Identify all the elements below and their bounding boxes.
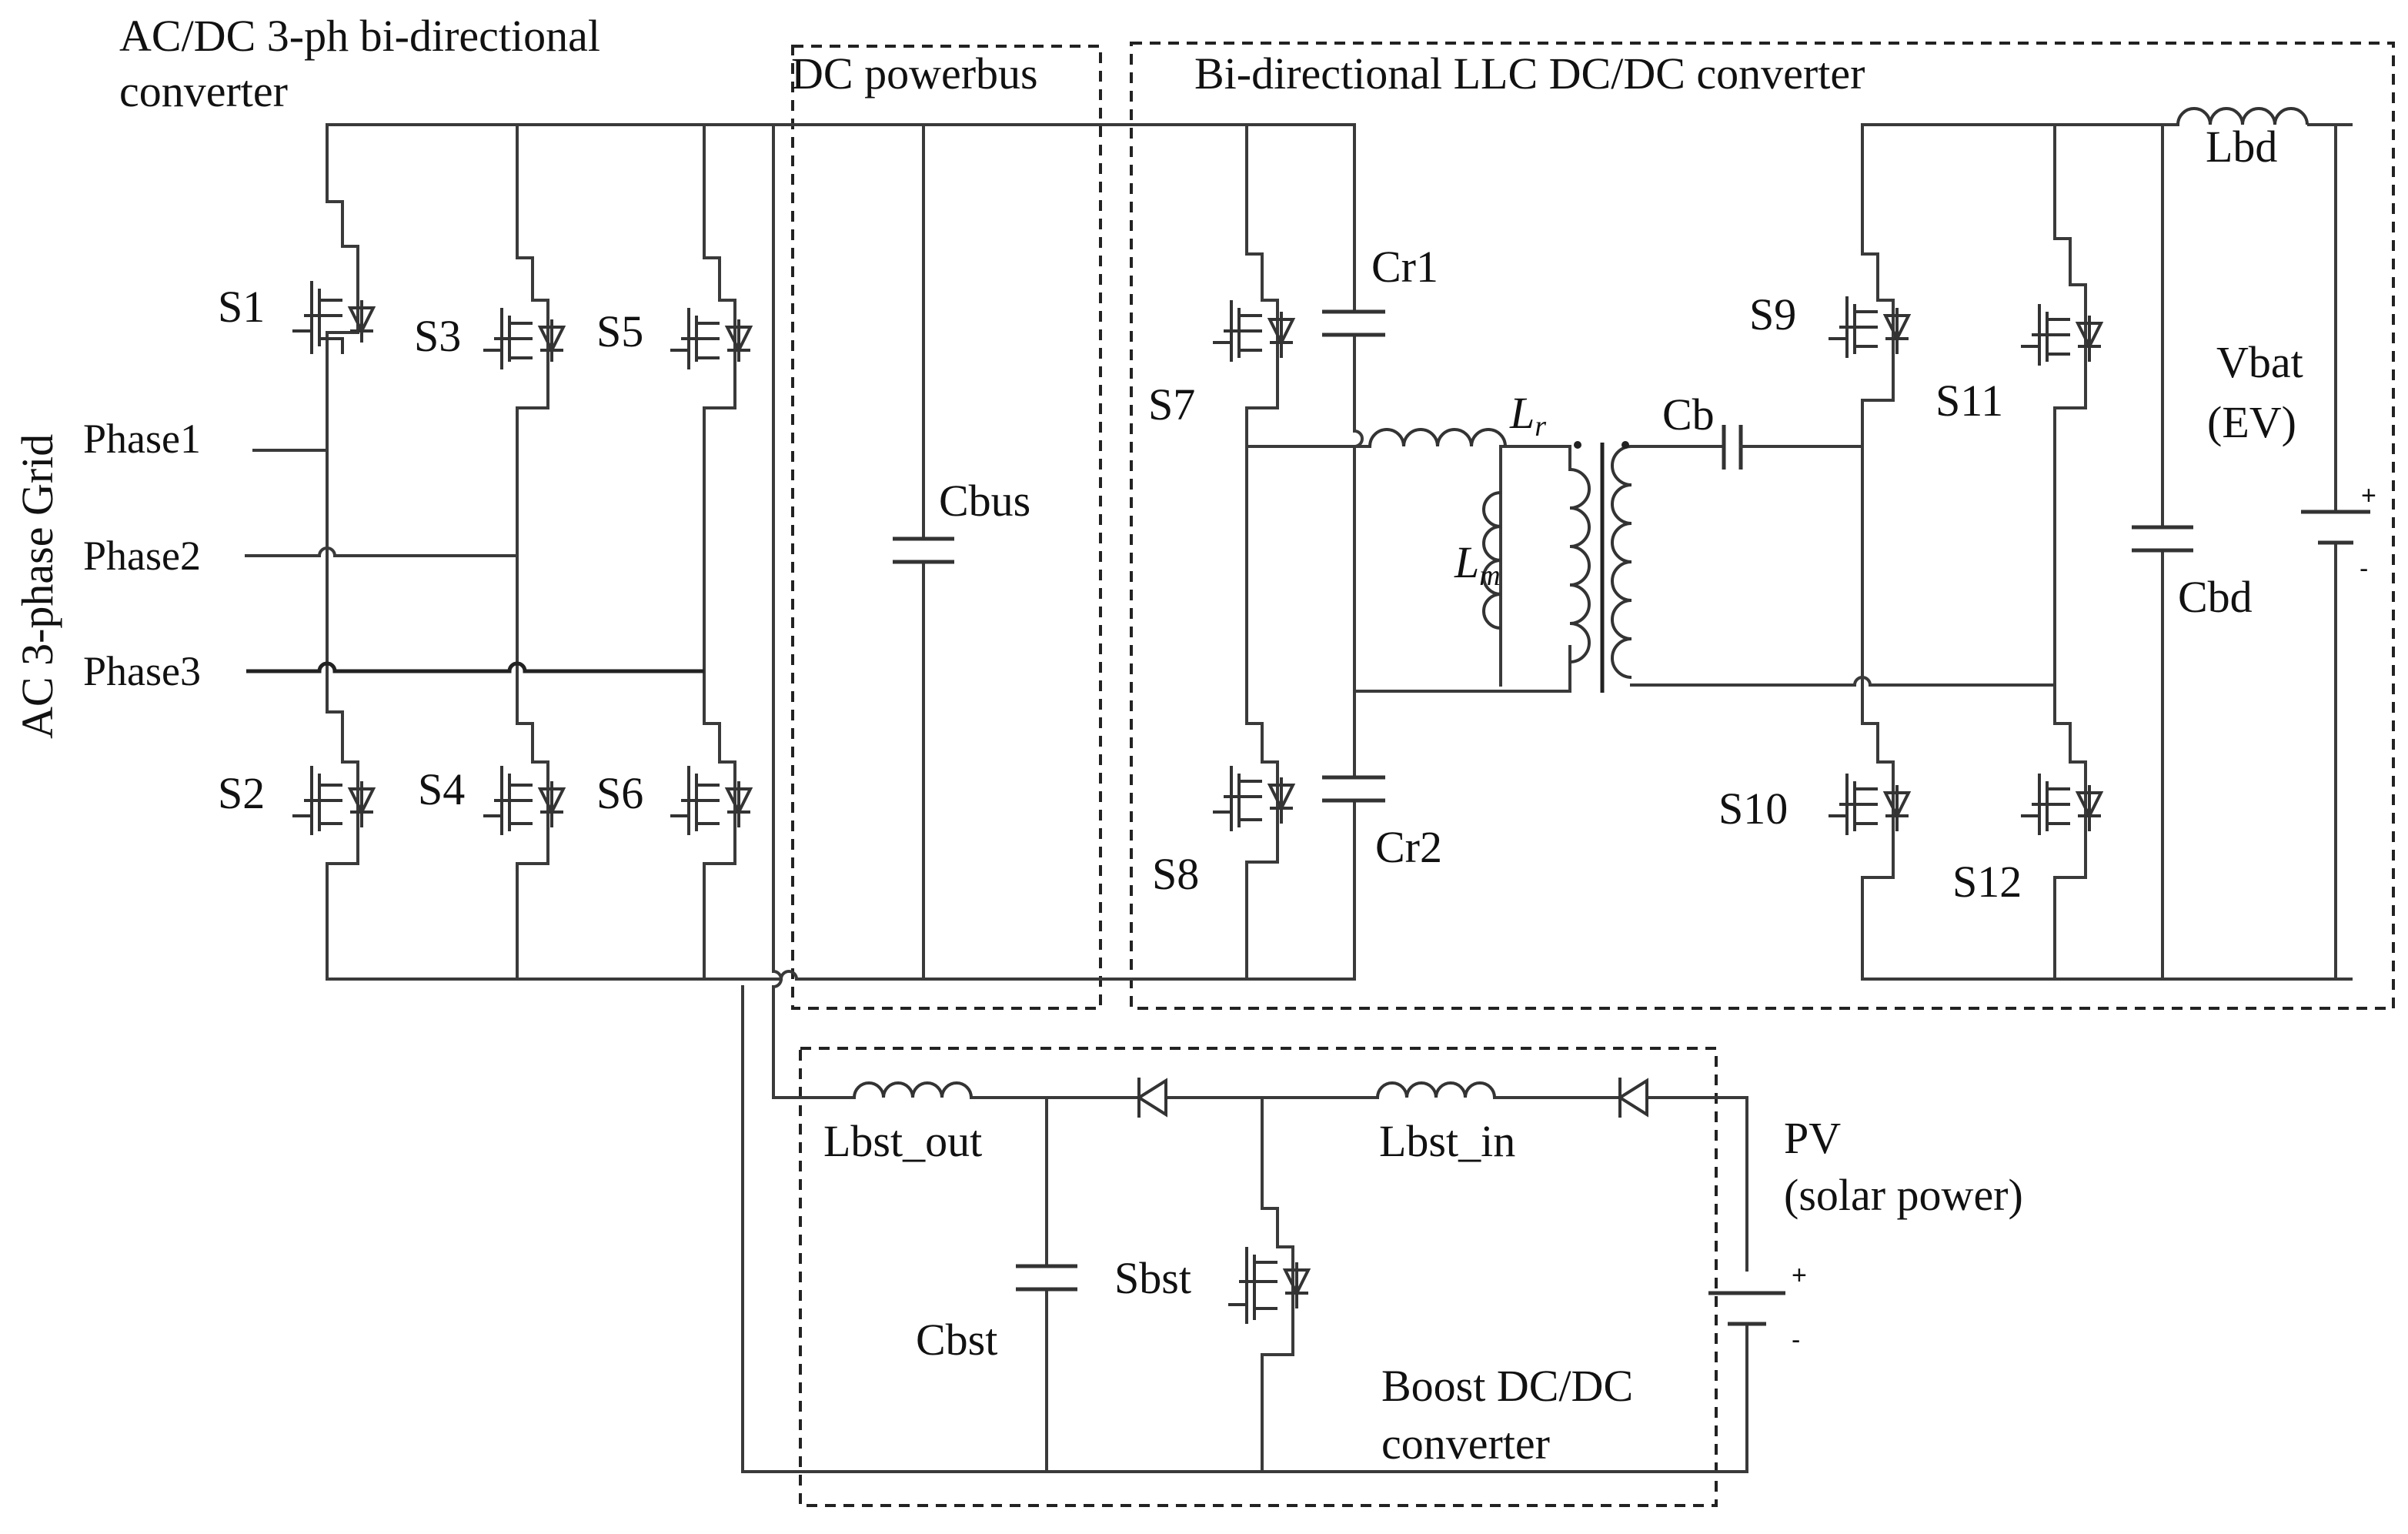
battery-label-line1: Vbat (2216, 337, 2303, 387)
block-label-dc-powerbus: DC powerbus (791, 48, 1038, 99)
acdc-converter-wiring (245, 123, 817, 1010)
switch-label-s5: S5 (596, 306, 643, 356)
switch-label-s11: S11 (1935, 376, 2003, 426)
mosfet-symbol-s10 (1829, 774, 1912, 835)
mosfet-symbol-s4 (483, 766, 566, 835)
mosfet-symbol-s9 (1829, 296, 1912, 358)
llc-secondary-wiring (1630, 123, 2370, 981)
block-label-acdc-line1: AC/DC 3-ph bi-directional (119, 11, 600, 61)
mosfet-symbol-s11 (2021, 304, 2104, 366)
pv-label-line1: PV (1784, 1113, 1841, 1163)
switch-label-s4: S4 (418, 764, 465, 814)
capacitor-label-cb: Cb (1662, 389, 1715, 439)
boost-converter-wiring (741, 985, 1785, 1473)
battery-plus-sign: + (2361, 481, 2376, 510)
capacitor-label-cr1: Cr1 (1371, 242, 1438, 292)
inductor-label-lr: Lr (1509, 388, 1546, 443)
mosfet-symbol-s7 (1213, 300, 1296, 362)
inductor-lbd-symbol (2176, 107, 2309, 125)
battery-minus-sign: - (2360, 554, 2368, 583)
dc-powerbus-wiring (814, 123, 1356, 981)
switch-label-sbst: Sbst (1114, 1253, 1191, 1303)
switch-label-s3: S3 (414, 311, 461, 361)
dc-powerbus-box (791, 45, 1102, 1010)
inductor-label-lbst-out: Lbst_out (823, 1116, 982, 1166)
switch-label-s6: S6 (596, 768, 643, 818)
inductor-lbst-in-symbol (1376, 1081, 1496, 1098)
mosfet-symbol-s2 (292, 766, 376, 835)
pv-plus-sign: + (1792, 1261, 1807, 1290)
inductor-label-lm: Lm (1454, 537, 1501, 592)
pv-minus-sign: - (1792, 1325, 1800, 1355)
phase3-label: Phase3 (83, 648, 201, 694)
grid-title: AC 3-phase Grid (12, 434, 62, 739)
mosfet-symbol-s1 (292, 281, 376, 354)
mosfet-symbol-s8 (1213, 766, 1296, 831)
switch-label-s1: S1 (218, 282, 265, 332)
mosfet-symbol-sbst (1228, 1247, 1311, 1324)
diode-boost-out-symbol (1136, 1078, 1167, 1118)
capacitor-label-cbst: Cbst (916, 1315, 997, 1365)
boost-converter-box (799, 1047, 1718, 1507)
inductor-label-lbst-in: Lbst_in (1379, 1116, 1515, 1166)
inductor-label-lbd: Lbd (2206, 122, 2277, 172)
switch-label-s10: S10 (1718, 784, 1788, 834)
mosfet-symbol-s12 (2021, 774, 2104, 835)
transformer-symbol (1569, 441, 1632, 693)
inductor-lr-symbol (1368, 428, 1507, 447)
capacitor-label-cbus: Cbus (939, 476, 1030, 526)
mosfet-symbol-s3 (483, 308, 566, 369)
switch-label-s8: S8 (1152, 849, 1199, 899)
battery-label-line2: (EV) (2207, 397, 2296, 447)
pv-label-line2: (solar power) (1784, 1170, 2023, 1220)
diode-pv-input-symbol (1617, 1078, 1648, 1118)
mosfet-symbol-s6 (670, 766, 753, 835)
switch-label-s7: S7 (1148, 379, 1195, 429)
phase1-label: Phase1 (83, 416, 201, 462)
block-label-acdc-line2: converter (119, 66, 288, 116)
phase2-label: Phase2 (83, 533, 201, 579)
block-label-boost-line1: Boost DC/DC (1381, 1361, 1633, 1411)
switch-label-s9: S9 (1749, 289, 1796, 339)
block-label-llc: Bi-directional LLC DC/DC converter (1194, 48, 1865, 99)
capacitor-label-cbd: Cbd (2178, 572, 2253, 622)
mosfet-symbol-s5 (670, 308, 753, 369)
switch-label-s12: S12 (1952, 857, 2022, 907)
inductor-lbst-out-symbol (853, 1081, 973, 1098)
block-label-boost-line2: converter (1381, 1419, 1550, 1469)
llc-converter-box (1130, 42, 2395, 1010)
switch-label-s2: S2 (218, 768, 265, 818)
capacitor-label-cr2: Cr2 (1375, 822, 1442, 872)
inductor-lm-symbol (1482, 491, 1501, 630)
